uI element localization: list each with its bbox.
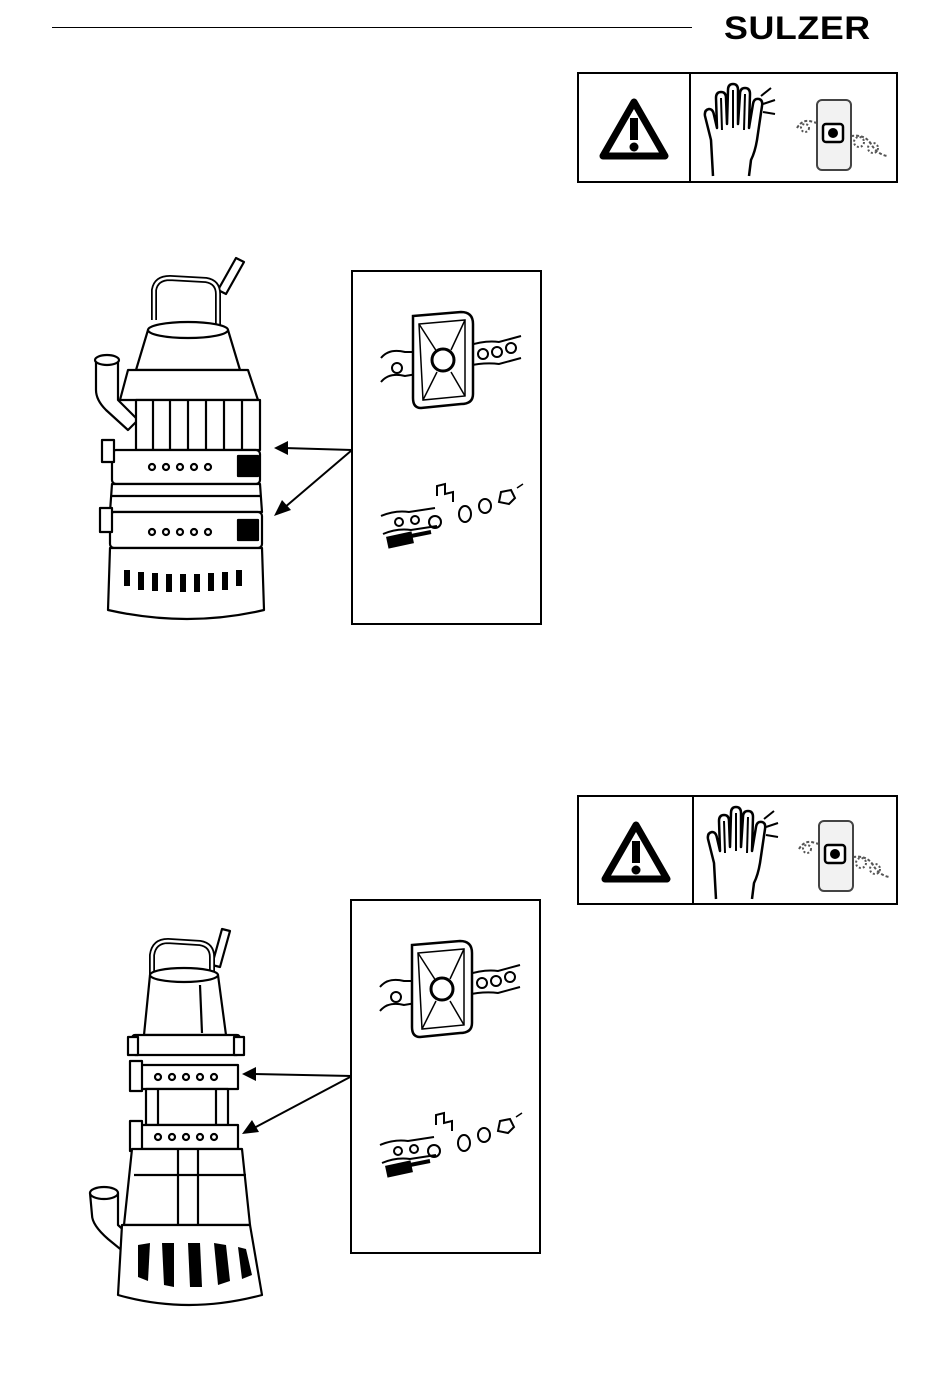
hand-pinch-icon (699, 80, 779, 180)
clamp-plate-icon (793, 809, 893, 899)
hand-pinch-icon (702, 803, 782, 903)
detail-panel-bottom (350, 899, 541, 1254)
brand-logo: SULZER (724, 10, 871, 47)
arrows-top (268, 438, 358, 528)
clamp-plate-icon (375, 302, 525, 412)
warning-panel-top (577, 72, 898, 183)
warning-triangle-icon (601, 821, 671, 883)
warning-panel-bottom (577, 795, 898, 905)
pump-illustration-top (78, 250, 298, 630)
bolt-assembly-icon (375, 472, 525, 562)
clamp-plate-icon (791, 88, 891, 178)
arrows-bottom (236, 1066, 356, 1136)
detail-panel-top (351, 270, 542, 625)
header-rule (52, 27, 692, 28)
bolt-assembly-icon (374, 1101, 524, 1191)
warning-triangle-icon (599, 98, 669, 160)
clamp-plate-icon (374, 931, 524, 1041)
